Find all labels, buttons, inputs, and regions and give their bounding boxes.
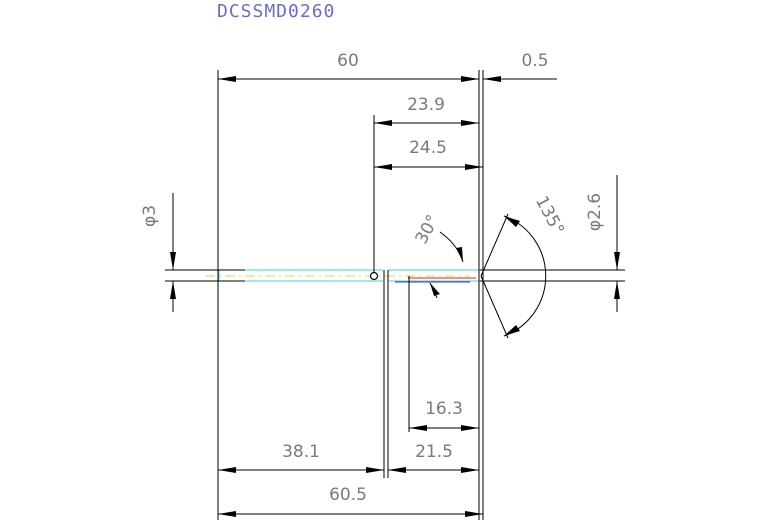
dim-38-1-label: 38.1 (282, 442, 320, 462)
dim-tip-offset-label: 0.5 (521, 51, 548, 71)
dim-21-5: 21.5 (388, 442, 479, 473)
dim-angle-135-label: 135° (531, 193, 568, 239)
dim-angle-30: 30° (412, 212, 464, 299)
dim-flute-b-label: 24.5 (409, 138, 447, 158)
dim-16-3: 16.3 (409, 399, 479, 431)
dim-angle-135: 135° (503, 193, 568, 337)
flute-start-marker (369, 271, 379, 281)
tool-body (218, 269, 480, 282)
dim-tip-diameter-label: φ2.6 (585, 193, 605, 231)
dim-tip-diameter: φ2.6 (585, 175, 620, 312)
dim-shank-diameter-label: φ3 (140, 205, 160, 227)
dim-tip-offset: 0.5 (483, 51, 557, 82)
part-number-label: DCSSMD0260 (217, 1, 335, 22)
dim-angle-30-label: 30° (412, 212, 444, 248)
dim-16-3-label: 16.3 (425, 399, 463, 419)
dim-shank-diameter: φ3 (140, 193, 176, 312)
dim-flute-a: 23.9 (374, 95, 479, 126)
extension-lines (165, 70, 625, 520)
dim-overall-length-label: 60.5 (329, 485, 367, 505)
dim-total-length: 60 (218, 51, 479, 82)
dim-flute-b: 24.5 (374, 138, 483, 170)
dim-flute-a-label: 23.9 (407, 95, 445, 115)
dim-38-1: 38.1 (218, 442, 384, 473)
dim-overall-length: 60.5 (218, 276, 484, 520)
dim-total-length-label: 60 (337, 51, 359, 71)
dim-21-5-label: 21.5 (415, 442, 453, 462)
